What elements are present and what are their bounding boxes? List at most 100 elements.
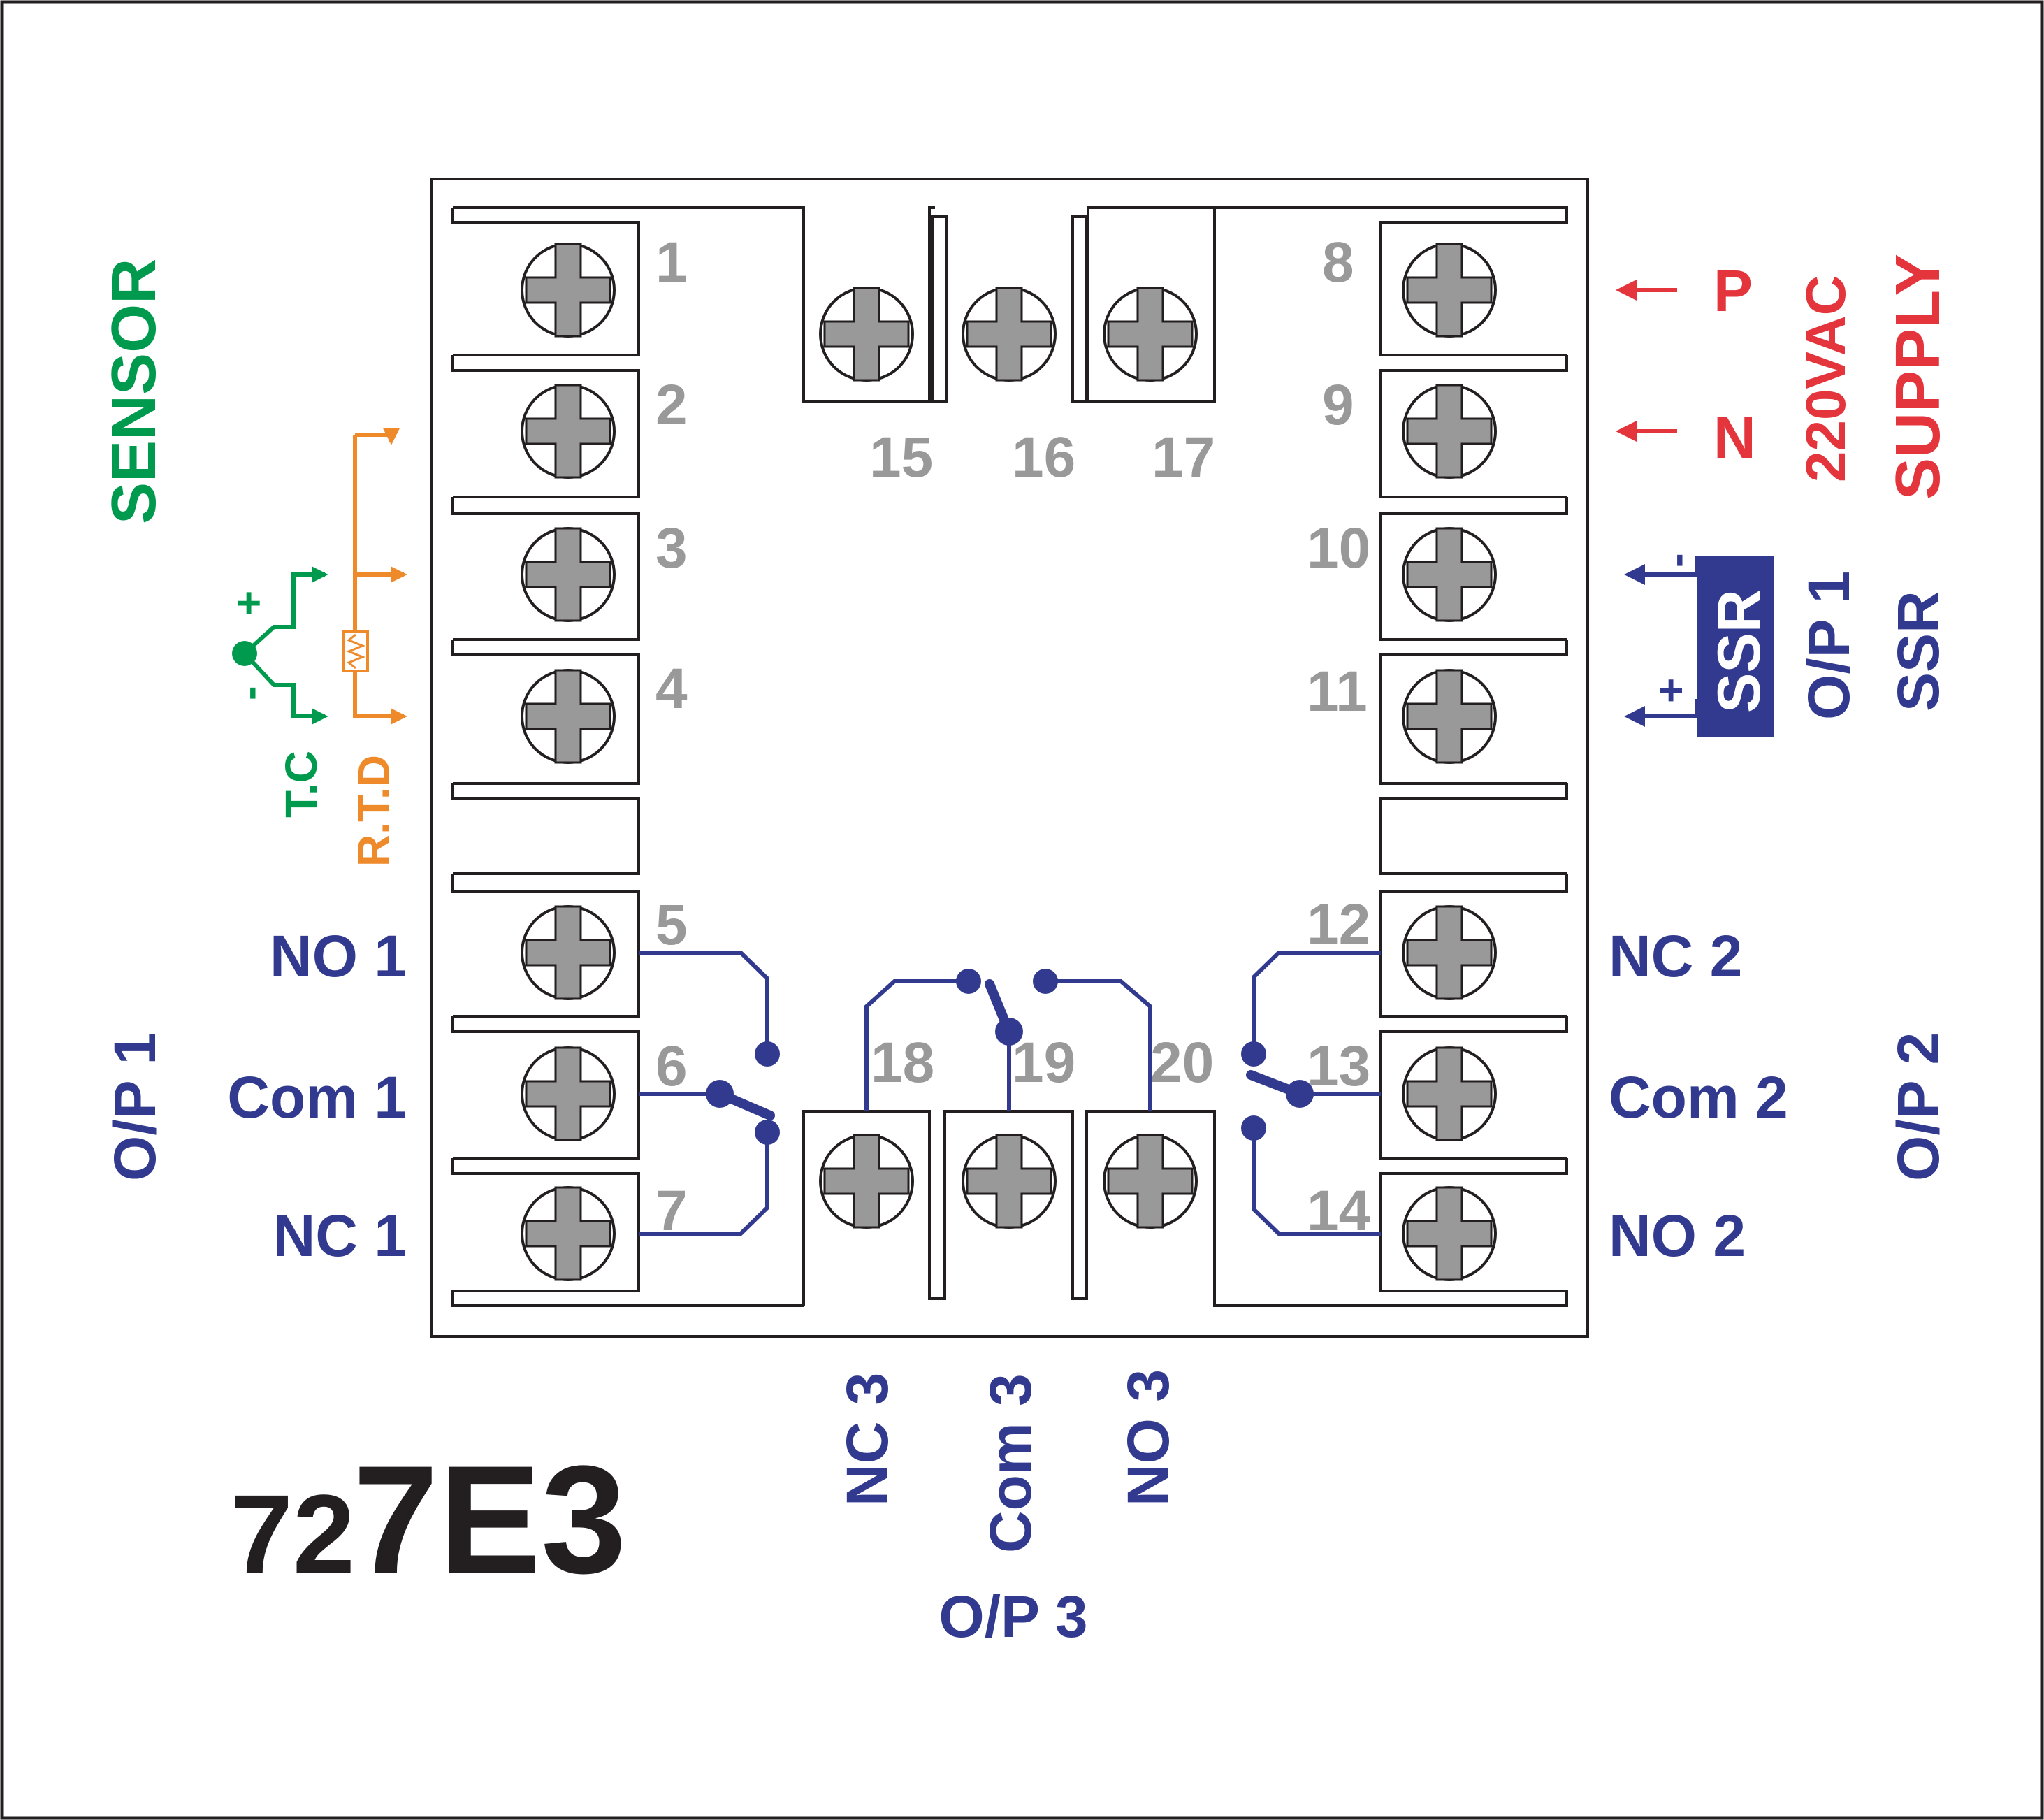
terminal-number-1: 1	[655, 231, 688, 294]
rtd-label: R.T.D	[349, 755, 399, 867]
ssr-op-label: O/P 1	[1796, 571, 1862, 720]
output3-com-label: Com 3	[978, 1373, 1043, 1553]
terminal-number-5: 5	[655, 893, 688, 957]
top-slot-17	[1071, 215, 1088, 403]
output2-com-label: Com 2	[1609, 1064, 1788, 1130]
terminal-numbers: 1 2 3 4 5 6 7 8 9 10 11 12 13 14 15 16 1…	[655, 231, 1371, 1243]
relay-op1-wiring	[639, 951, 780, 1236]
terminal-number-20: 20	[1150, 1031, 1214, 1095]
screw-icon-9[interactable]	[1402, 384, 1497, 479]
terminal-number-3: 3	[655, 517, 688, 580]
left-slot-divider-6	[451, 874, 640, 1018]
tc-plus-sign: +	[236, 579, 261, 628]
right-slot-divider-7	[1379, 1016, 1568, 1160]
right-slot-divider-6	[1379, 874, 1568, 1018]
right-slot-divider-5	[1379, 783, 1568, 875]
tc-wiring	[232, 566, 328, 725]
screw-icon-3[interactable]	[521, 527, 616, 622]
top-slot-16	[931, 215, 948, 403]
ssr-section: - + SSR O/P 1 SSR	[1624, 553, 1951, 737]
left-slot-divider-5	[451, 783, 640, 875]
right-slot-divider-2	[1379, 355, 1568, 498]
terminal-number-16: 16	[1012, 426, 1075, 489]
output1-nc-label: NC 1	[273, 1203, 407, 1269]
screw-icon-11[interactable]	[1402, 669, 1497, 764]
terminal-number-17: 17	[1152, 426, 1215, 489]
screw-icon-14[interactable]	[1402, 1186, 1497, 1281]
screw-icon-6[interactable]	[521, 1046, 616, 1141]
terminal-number-6: 6	[655, 1034, 688, 1098]
sensor-title: SENSOR	[99, 259, 169, 524]
screw-icon-18[interactable]	[819, 1134, 914, 1229]
screw-icon-13[interactable]	[1402, 1046, 1497, 1141]
screw-icon-19[interactable]	[962, 1134, 1057, 1229]
left-slot-divider-2	[451, 355, 640, 498]
output1-labels: NO 1 Com 1 NC 1 O/P 1	[102, 923, 407, 1269]
output3-nc-label: NC 3	[834, 1373, 900, 1506]
left-slot-divider-8	[451, 1158, 804, 1307]
screw-icon-12[interactable]	[1402, 905, 1497, 1000]
relay-op2-wiring	[1241, 951, 1381, 1236]
model-suffix: 7E3	[353, 1433, 626, 1605]
left-slot-divider-7	[451, 1016, 640, 1160]
terminal-number-2: 2	[655, 373, 688, 437]
screw-icon-8[interactable]	[1402, 243, 1497, 338]
terminal-number-13: 13	[1307, 1034, 1370, 1098]
screw-icon-17[interactable]	[1103, 287, 1198, 382]
relay-op3-wiring	[864, 969, 1152, 1111]
terminal-number-12: 12	[1307, 893, 1370, 956]
output3-no-label: NO 3	[1115, 1369, 1181, 1506]
ssr-box-label: SSR	[1706, 589, 1773, 713]
tc-minus-sign: -	[226, 686, 274, 700]
output2-nc-label: NC 2	[1609, 923, 1742, 989]
top-slot-15	[802, 208, 929, 403]
screw-icon-5[interactable]	[521, 905, 616, 1000]
model-number: 72 7E3	[231, 1433, 626, 1605]
supply-section: P N 220VAC SUPPLY	[1616, 254, 1953, 500]
model-prefix: 72	[231, 1471, 355, 1596]
output3-group-label: O/P 3	[938, 1584, 1087, 1649]
supply-p-label: P	[1713, 258, 1753, 324]
left-slot-divider-4	[451, 640, 640, 785]
tc-label: T.C	[276, 751, 326, 818]
terminal-number-18: 18	[871, 1031, 934, 1095]
left-slot-divider-3	[451, 497, 640, 641]
screw-icon-20[interactable]	[1103, 1134, 1198, 1229]
rtd-wiring	[342, 428, 407, 725]
output2-group-label: O/P 2	[1885, 1032, 1951, 1181]
sensor-section: SENSOR R.T.D + - T.C	[99, 259, 407, 867]
right-slot-divider-3	[1379, 497, 1568, 641]
output2-labels: NC 2 Com 2 NO 2 O/P 2	[1609, 923, 1951, 1269]
terminal-number-4: 4	[655, 657, 688, 721]
screw-icon-7[interactable]	[521, 1186, 616, 1281]
supply-n-label: N	[1713, 405, 1756, 470]
screw-icon-1[interactable]	[521, 243, 616, 338]
output3-labels: NC 3 Com 3 NO 3 O/P 3	[834, 1369, 1181, 1649]
ssr-type-label: SSR	[1885, 591, 1951, 712]
screw-icon-15[interactable]	[819, 287, 914, 382]
screw-icon-2[interactable]	[521, 384, 616, 479]
screw-icon-10[interactable]	[1402, 527, 1497, 622]
terminal-number-10: 10	[1307, 517, 1370, 580]
housing-outline	[430, 178, 1589, 1338]
terminal-number-15: 15	[869, 426, 933, 489]
output1-com-label: Com 1	[227, 1064, 407, 1130]
supply-voltage-label: 220VAC	[1795, 275, 1857, 482]
right-slot-divider-1	[1215, 206, 1568, 356]
screw-icon-4[interactable]	[521, 669, 616, 764]
supply-title: SUPPLY	[1883, 254, 1953, 500]
terminal-number-8: 8	[1322, 231, 1354, 294]
terminal-block	[430, 178, 1589, 1338]
left-slot-divider-1	[451, 208, 640, 356]
right-slot-divider-4	[1379, 640, 1568, 785]
screw-icon-16[interactable]	[962, 287, 1057, 382]
terminal-number-11: 11	[1307, 660, 1368, 723]
ssr-plus-sign: +	[1647, 678, 1695, 703]
output1-no-label: NO 1	[270, 923, 407, 989]
output2-no-label: NO 2	[1609, 1203, 1746, 1269]
terminal-number-9: 9	[1322, 373, 1354, 437]
ssr-minus-sign: -	[1653, 553, 1701, 568]
output1-group-label: O/P 1	[102, 1032, 168, 1181]
